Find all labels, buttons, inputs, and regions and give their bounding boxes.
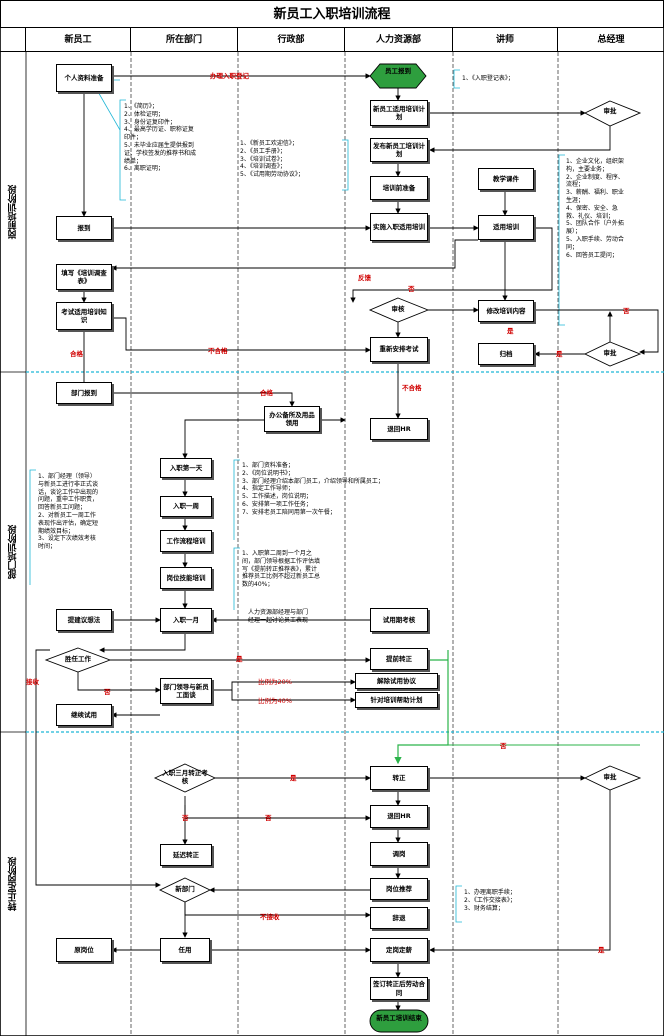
decision-approve-1 bbox=[583, 100, 642, 127]
box-job-recommend: 岗位推荐 bbox=[370, 878, 428, 900]
box-terminate: 解除试用协议 bbox=[355, 673, 438, 689]
box-publish-plan: 发布新员工培训计划 bbox=[370, 138, 428, 162]
box-first-month: 入职一月 bbox=[160, 608, 212, 632]
lane-header-admin: 行政部 bbox=[238, 28, 345, 52]
note-admin-docs: 1、《新员工欢迎信》； 2、《员工手册》； 3、《培训试卷》； 4、《培训调查》… bbox=[240, 140, 304, 179]
box-training-prep: 培训前准备 bbox=[370, 176, 428, 200]
label-no-gm-3: 否 bbox=[500, 742, 507, 750]
box-reexam: 重新安排考试 bbox=[370, 337, 428, 362]
box-sign-contract: 签订转正后劳动合同 bbox=[370, 977, 428, 1000]
label-feedback: 反馈 bbox=[358, 274, 371, 282]
box-training-plan: 新员工适用培训计划 bbox=[370, 100, 428, 126]
label-fail-1: 不合格 bbox=[208, 347, 228, 355]
box-survey: 填写《培训调查表》 bbox=[56, 264, 112, 290]
box-transfer: 调岗 bbox=[370, 842, 428, 866]
terminal-end-text: 新员工培训结束 bbox=[376, 1014, 422, 1022]
box-appoint: 任用 bbox=[160, 938, 210, 962]
decision-competent bbox=[44, 647, 112, 673]
label-no-3: 否 bbox=[182, 814, 189, 822]
decision-approve-3 bbox=[583, 765, 642, 791]
box-early-confirm: 提前转正 bbox=[370, 648, 428, 670]
decision-approve-2-text: 审批 bbox=[603, 349, 617, 357]
label-no-4: 否 bbox=[265, 814, 272, 822]
decision-competent-text: 胜任工作 bbox=[65, 655, 91, 663]
note-register-form: 1、《入职登记表》； bbox=[462, 75, 514, 82]
label-register: 办理入职登记 bbox=[210, 72, 249, 80]
label-no-1: 否 bbox=[408, 285, 415, 293]
box-confirm: 转正 bbox=[370, 766, 428, 790]
decision-approve-2 bbox=[583, 341, 642, 367]
lane-header-lecturer: 讲师 bbox=[453, 28, 558, 52]
box-first-day: 入职第一天 bbox=[160, 458, 212, 478]
box-workflow-training: 工作流程培训 bbox=[160, 530, 212, 552]
decision-three-month-text: 入职三月转正考核 bbox=[162, 769, 208, 785]
box-first-week: 入职一周 bbox=[160, 496, 212, 517]
decision-approve-3-text: 审批 bbox=[603, 773, 617, 781]
box-fix-post: 定岗定薪 bbox=[370, 938, 428, 962]
label-no-2: 否 bbox=[104, 688, 111, 696]
note-first-month: 1、入职第二周到一个月之 间，部门领导根据工作评估填 写《提前转正推荐表》，累计… bbox=[242, 550, 321, 589]
box-office-supplies: 办公备所及用品领用 bbox=[264, 406, 320, 432]
box-suggestions: 提建议想法 bbox=[56, 609, 112, 631]
box-return-hr-2: 退回HR bbox=[370, 805, 428, 828]
label-yes-1: 是 bbox=[507, 327, 514, 335]
label-pass-2: 合格 bbox=[260, 389, 273, 397]
label-ratio-40: 比例为40% bbox=[258, 697, 292, 705]
lane-header-hr: 人力资源部 bbox=[345, 28, 453, 52]
label-yes-archive: 是 bbox=[556, 350, 563, 358]
terminal-start bbox=[369, 63, 427, 89]
box-return-hr-1: 退回HR bbox=[370, 418, 428, 440]
lane-header-department: 所在部门 bbox=[131, 28, 238, 52]
note-hr-discussion: 人力资源部经理与部门 经理一起讨论员工表现 bbox=[248, 609, 309, 624]
decision-new-dept bbox=[158, 877, 212, 903]
note-resign: 1、办理离职手续； 2、《工作交接表》； 3、财务结算； bbox=[464, 889, 516, 912]
decision-three-month bbox=[153, 763, 217, 793]
terminal-start-text: 员工报到 bbox=[385, 67, 411, 75]
label-reject: 不接收 bbox=[260, 913, 280, 921]
decision-new-dept-text: 新部门 bbox=[175, 885, 195, 893]
label-yes-4: 是 bbox=[598, 946, 605, 954]
label-no-gm: 否 bbox=[623, 307, 630, 315]
terminal-end bbox=[369, 1009, 429, 1033]
note-first-week-talk: 1、部门经理（领导） 与新员工进行非正式谈 话，谈论工作中出现的 问题，重申工作… bbox=[38, 473, 99, 551]
label-pass-1: 合格 bbox=[70, 350, 83, 358]
box-original-post: 原岗位 bbox=[56, 938, 112, 962]
box-courseware: 教学课件 bbox=[478, 168, 534, 190]
box-dismiss: 辞退 bbox=[370, 907, 428, 929]
lane-header-gm: 总经理 bbox=[558, 28, 664, 52]
note-training-content: 1、企业文化，组织架 构，主要业务； 2、企业制度、程序、 流程； 3、薪酬、福… bbox=[566, 158, 624, 259]
box-interview: 部门领导与新员工面谈 bbox=[160, 678, 212, 704]
box-archive: 归档 bbox=[478, 343, 534, 365]
decision-approve-1-text: 审批 bbox=[603, 107, 617, 115]
box-report: 报到 bbox=[56, 216, 112, 240]
box-delay-confirm: 延迟转正 bbox=[160, 844, 212, 866]
decision-review bbox=[368, 297, 430, 323]
box-modify-content: 修改培训内容 bbox=[478, 300, 534, 322]
note-materials: 1、《简历》； 2、体检证明； 3、身份证复印件； 4、最高学历证、职称证复 印… bbox=[124, 103, 197, 173]
lane-header-corner bbox=[0, 28, 26, 52]
box-applicable-training: 适用培训 bbox=[478, 215, 534, 240]
lane-header-new-employee: 新员工 bbox=[26, 28, 131, 52]
label-accept: 接收 bbox=[26, 678, 39, 686]
box-continue-probation: 继续试用 bbox=[56, 704, 112, 726]
label-fail-2: 不合格 bbox=[402, 384, 422, 392]
box-exam: 考试适用培训知识 bbox=[56, 302, 112, 330]
box-implement-training: 实施入职适用培训 bbox=[370, 213, 428, 241]
box-dept-report: 部门报到 bbox=[56, 382, 112, 404]
label-yes-3: 是 bbox=[290, 774, 297, 782]
label-ratio-20: 比例为20% bbox=[258, 678, 292, 686]
note-first-day: 1、部门资料准备； 2、《岗位说明书》； 3、部门经理介绍本部门员工，介绍领导和… bbox=[242, 462, 384, 516]
box-skill-training: 岗位技能培训 bbox=[160, 567, 212, 589]
decision-review-text: 审核 bbox=[391, 305, 405, 313]
label-yes-2: 是 bbox=[236, 655, 243, 663]
box-help-plan: 针对培训帮助计划 bbox=[355, 692, 438, 708]
box-probation-review: 试用期考核 bbox=[370, 608, 428, 632]
box-personal-materials: 个人资料准备 bbox=[56, 64, 112, 92]
